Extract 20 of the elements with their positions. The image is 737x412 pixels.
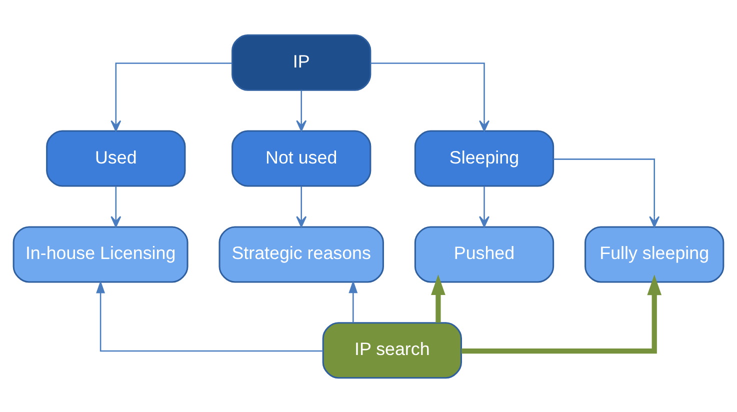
arrow — [96, 280, 324, 352]
arrow — [479, 186, 490, 227]
node-box: Used — [46, 130, 186, 186]
node-box: IP — [232, 34, 372, 90]
node-box: Pushed — [414, 226, 554, 282]
arrow — [348, 280, 358, 322]
arrow — [553, 158, 660, 228]
arrow — [110, 62, 232, 132]
arrow — [431, 274, 446, 322]
node-box: Not used — [232, 130, 372, 186]
arrow — [296, 186, 307, 227]
arrow — [461, 274, 662, 354]
node-box: Sleeping — [414, 130, 554, 186]
arrow — [110, 186, 122, 227]
arrow — [370, 62, 490, 132]
arrow — [296, 90, 307, 131]
node-box: In-house Licensing — [12, 226, 188, 282]
node-box: Fully sleeping — [584, 226, 724, 282]
node-box: Strategic reasons — [218, 226, 384, 282]
node-box: IP search — [322, 322, 462, 378]
